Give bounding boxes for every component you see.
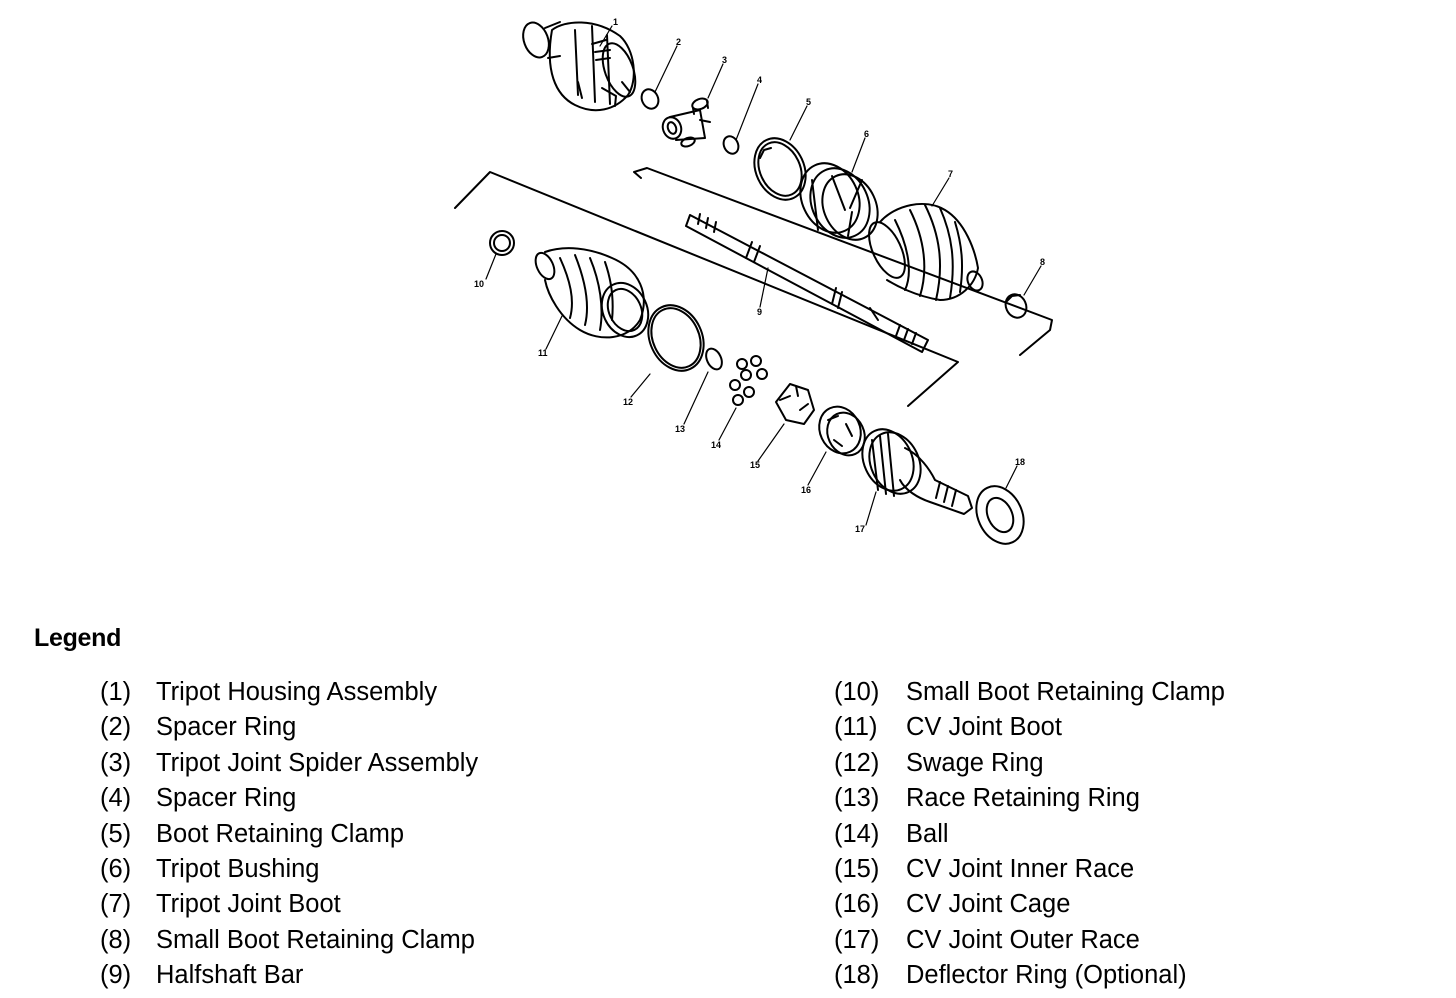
lower-bracket-frame: [454, 171, 959, 407]
legend-item-number: (13): [834, 784, 880, 813]
callout-18: 18: [1015, 457, 1025, 467]
legend-item-label: Small Boot Retaining Clamp: [906, 678, 1225, 706]
legend-item-number: (5): [100, 819, 132, 848]
legend-item-number: (14): [834, 819, 880, 848]
legend-item-number: (3): [100, 748, 132, 777]
legend-item-label: Boot Retaining Clamp: [156, 819, 405, 848]
callout-16: 16: [801, 485, 811, 495]
legend-item-label: CV Joint Inner Race: [906, 854, 1135, 883]
legend-item-number: (9): [100, 961, 132, 990]
callout-17: 17: [855, 524, 865, 534]
legend-item-number: (11): [834, 713, 878, 742]
swage-ring-part: [647, 304, 705, 372]
callout-9: 9: [757, 307, 762, 317]
legend-item-number: (10): [834, 678, 880, 706]
legend-item: (5) Boot Retaining Clamp: [100, 817, 478, 852]
legend-item-number: (2): [100, 713, 132, 742]
legend-item-label: CV Joint Boot: [906, 713, 1062, 742]
legend-item: (18) Deflector Ring (Optional): [834, 958, 1225, 993]
callout-3: 3: [722, 55, 727, 65]
legend-item-number: (17): [834, 925, 880, 954]
legend-item-label: CV Joint Outer Race: [906, 925, 1140, 954]
legend-item-number: (18): [834, 961, 880, 990]
cv-inner-race-part: [775, 383, 815, 425]
legend-item-label: Halfshaft Bar: [156, 961, 304, 990]
callout-8: 8: [1040, 257, 1045, 267]
race-retaining-ring-part: [705, 347, 723, 371]
callout-6: 6: [864, 129, 869, 139]
legend-item-label: Tripot Joint Spider Assembly: [156, 748, 479, 777]
legend-item-label: Deflector Ring (Optional): [906, 961, 1187, 990]
callout-2: 2: [676, 37, 681, 47]
deflector-ring-part: [975, 485, 1025, 545]
small-boot-clamp-part-2: [489, 230, 515, 256]
legend-item: (12) Swage Ring: [834, 746, 1225, 781]
legend-item-label: Ball: [906, 819, 949, 848]
legend-item-label: Swage Ring: [906, 748, 1044, 777]
legend-item: (17) CV Joint Outer Race: [834, 923, 1225, 958]
callout-1: 1: [613, 17, 618, 27]
legend-item: (13) Race Retaining Ring: [834, 781, 1225, 816]
legend-item-number: (4): [100, 784, 132, 813]
spacer-ring-part: [640, 88, 660, 110]
legend-item-label: Spacer Ring: [156, 784, 297, 813]
callout-14: 14: [711, 440, 721, 450]
legend-item-label: Spacer Ring: [156, 713, 297, 742]
callout-11: 11: [538, 348, 548, 358]
tripot-spider-part: [661, 97, 711, 148]
legend-item-number: (6): [100, 854, 132, 883]
legend-item: (10) Small Boot Retaining Clamp: [834, 675, 1225, 710]
legend-item: (1) Tripot Housing Assembly: [100, 675, 478, 710]
spacer-ring-part-2: [722, 135, 740, 155]
legend-item: (15) CV Joint Inner Race: [834, 852, 1225, 887]
legend-column-left: (1) Tripot Housing Assembly (2) Spacer Rin…: [100, 675, 478, 994]
legend-item: (11) CV Joint Boot: [834, 710, 1225, 745]
legend-column-right: (10) Small Boot Retaining Clamp (11) CV Jo…: [834, 675, 1225, 994]
cv-cage-part: [818, 405, 866, 457]
halfshaft-bar-part: [685, 213, 929, 353]
legend-item: (9) Halfshaft Bar: [100, 958, 478, 993]
legend-item: (16) CV Joint Cage: [834, 887, 1225, 922]
legend-item-label: Race Retaining Ring: [906, 784, 1140, 813]
legend-item-number: (1): [100, 678, 132, 706]
cv-joint-boot-part: [534, 247, 650, 339]
upper-bracket-frame: [633, 167, 1053, 356]
boot-retaining-clamp-part: [753, 137, 807, 201]
legend-item-number: (7): [100, 890, 132, 919]
callout-5: 5: [806, 97, 811, 107]
legend-item-label: CV Joint Cage: [906, 890, 1071, 919]
legend-item: (8) Small Boot Retaining Clamp: [100, 923, 478, 958]
callout-10: 10: [474, 279, 484, 289]
tripot-housing-part: [522, 21, 637, 112]
legend-item-number: (15): [834, 854, 880, 883]
legend-title: Legend: [34, 624, 122, 652]
legend-item: (14) Ball: [834, 817, 1225, 852]
legend-item-label: Small Boot Retaining Clamp: [156, 925, 475, 954]
ball-parts: [729, 355, 768, 406]
legend-item-label: Tripot Joint Boot: [156, 890, 341, 919]
small-boot-clamp-part: [1004, 293, 1028, 319]
legend-item-number: (16): [834, 890, 880, 919]
tripot-bushing-part: [799, 162, 879, 241]
legend-item: (7) Tripot Joint Boot: [100, 887, 478, 922]
callout-15: 15: [750, 460, 760, 470]
callout-7: 7: [948, 169, 953, 179]
callout-12: 12: [623, 397, 633, 407]
legend-item: (3) Tripot Joint Spider Assembly: [100, 746, 478, 781]
exploded-halfshaft-diagram: 1 2 3 4 5 6 7 8 9 10 11 12 13 14 15 16 1…: [454, 17, 1053, 545]
callout-4: 4: [757, 75, 762, 85]
legend-item: (4) Spacer Ring: [100, 781, 478, 816]
legend-item-number: (8): [100, 925, 132, 954]
legend-item-label: Tripot Bushing: [156, 854, 320, 883]
legend-item: (6) Tripot Bushing: [100, 852, 478, 887]
legend-item-number: (12): [834, 748, 880, 777]
legend-item: (2) Spacer Ring: [100, 710, 478, 745]
tripot-joint-boot-part: [868, 203, 984, 301]
cv-outer-race-part: [861, 428, 973, 515]
legend-item-label: Tripot Housing Assembly: [156, 678, 438, 706]
callout-13: 13: [675, 424, 685, 434]
